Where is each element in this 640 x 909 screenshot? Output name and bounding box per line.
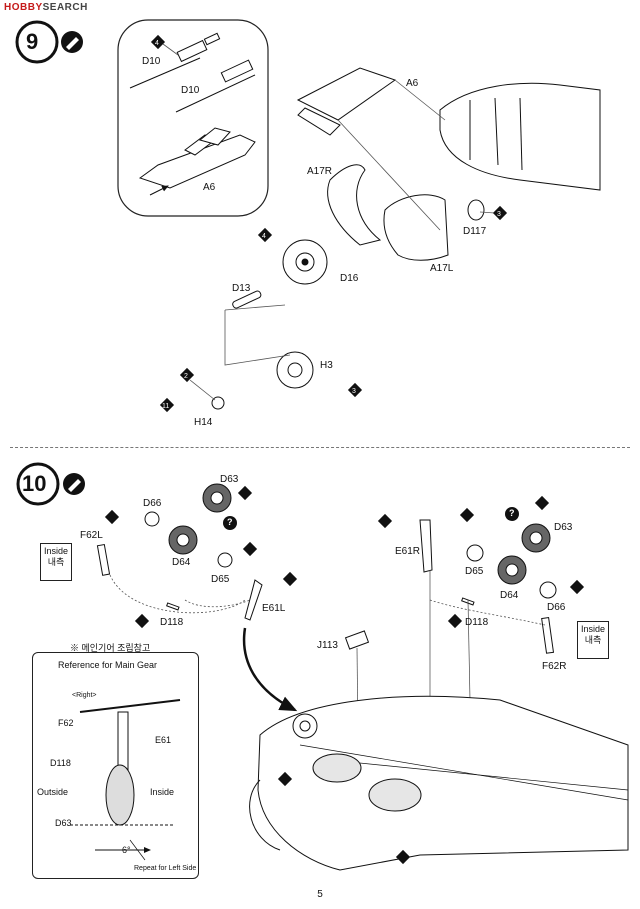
part-a6-main xyxy=(296,67,397,136)
step-divider xyxy=(10,447,630,448)
marker-3b: 3 xyxy=(352,388,356,395)
inside-label-ko: 내측 xyxy=(47,557,65,567)
label-d65-left: D65 xyxy=(211,574,230,585)
part-d117 xyxy=(467,199,485,221)
inside-label-ko: 내측 xyxy=(584,635,602,645)
part-e61l xyxy=(244,579,263,621)
reference-inside: Inside xyxy=(150,787,175,797)
step-9-number: 9 xyxy=(26,29,39,54)
part-d65-right xyxy=(466,544,484,562)
page-number: 5 xyxy=(317,889,323,900)
part-d13 xyxy=(232,290,262,309)
label-a17r: A17R xyxy=(307,166,333,177)
label-j113: J113 xyxy=(317,640,338,651)
wheel-d63-left xyxy=(202,483,232,513)
leader-lines-9 xyxy=(162,43,496,401)
part-a6-inset xyxy=(138,127,256,189)
part-d118-left xyxy=(166,602,180,611)
step-9-inset-box xyxy=(117,19,269,217)
watermark: HOBBYSEARCH xyxy=(4,2,88,13)
reference-title-en: Reference for Main Gear xyxy=(58,660,158,670)
wheel-d64-right xyxy=(497,555,527,585)
label-d10-lower: D10 xyxy=(181,85,200,96)
watermark-brand: HOBBY xyxy=(4,2,43,13)
inside-box-left: Inside 내측 xyxy=(40,543,73,581)
reference-drawing xyxy=(70,699,181,861)
label-d64-left: D64 xyxy=(172,557,191,568)
part-j113 xyxy=(344,630,370,650)
label-d118-right: D118 xyxy=(465,617,489,628)
marker-4a: 4 xyxy=(155,40,159,47)
part-d10-upper xyxy=(129,32,221,89)
marker-2: 2 xyxy=(184,373,188,380)
label-h14: H14 xyxy=(194,417,213,428)
wheel-d64-left xyxy=(168,525,198,555)
question-marker-right xyxy=(505,507,519,521)
label-d13: D13 xyxy=(232,283,251,294)
part-d66-left xyxy=(144,511,160,527)
part-h3 xyxy=(276,351,314,389)
label-d16: D16 xyxy=(340,273,359,284)
part-d16-engine xyxy=(282,239,328,285)
label-a17l: A17L xyxy=(430,263,454,274)
reference-e61: E61 xyxy=(155,735,172,745)
label-h3: H3 xyxy=(320,360,333,371)
reference-d63: D63 xyxy=(55,818,72,828)
arrow xyxy=(149,185,169,196)
part-a17l xyxy=(383,194,449,261)
question-mark-left: ? xyxy=(227,517,233,527)
markers xyxy=(104,34,585,865)
reference-title-ko: ※ 메인기어 조립참고 xyxy=(70,643,151,653)
reference-right-label: <Right> xyxy=(72,692,97,699)
wing-underside xyxy=(249,695,629,871)
label-f62l: F62L xyxy=(80,530,103,541)
reference-d118: D118 xyxy=(50,758,71,768)
label-d63-right: D63 xyxy=(554,522,573,533)
reference-repeat-note: Repeat for Left Side xyxy=(134,865,197,872)
fuselage-nose xyxy=(439,82,601,191)
inside-label-en: Inside xyxy=(581,624,606,634)
label-d118-left: D118 xyxy=(160,617,184,628)
marker-4b: 4 xyxy=(262,233,266,240)
label-d63-left: D63 xyxy=(220,474,239,485)
leader-lines-10 xyxy=(109,574,546,626)
label-d64-right: D64 xyxy=(500,590,519,601)
reference-box xyxy=(32,652,199,879)
part-d10-lower xyxy=(175,59,256,113)
reference-angle: 6° xyxy=(122,845,131,855)
part-d65-left xyxy=(217,552,233,568)
inside-box-right: Inside 내측 xyxy=(577,621,610,659)
step-10-badge xyxy=(16,462,85,506)
label-d66-right: D66 xyxy=(547,602,566,613)
part-f62l xyxy=(96,543,111,576)
marker-11: 11 xyxy=(162,403,170,410)
label-d10-upper: D10 xyxy=(142,56,161,67)
step-9-badge xyxy=(15,20,83,64)
question-mark-right: ? xyxy=(509,508,515,518)
reference-f62: F62 xyxy=(58,718,74,728)
label-d117: D117 xyxy=(463,226,487,237)
label-f62r: F62R xyxy=(542,661,567,672)
label-a6-main: A6 xyxy=(406,78,419,89)
label-d66-left: D66 xyxy=(143,498,162,509)
step-10-number: 10 xyxy=(22,471,47,496)
label-a6-inset: A6 xyxy=(203,182,216,193)
question-marker-left xyxy=(223,516,237,530)
marker-3a: 3 xyxy=(497,211,501,218)
part-a17r xyxy=(327,164,382,246)
part-e61r xyxy=(419,519,433,573)
watermark-suffix: SEARCH xyxy=(42,2,88,13)
reference-outside: Outside xyxy=(37,787,69,797)
inside-label-en: Inside xyxy=(44,546,69,556)
part-d66-right xyxy=(539,581,557,599)
label-d65-right: D65 xyxy=(465,566,484,577)
part-f62r xyxy=(541,617,555,654)
curved-arrow xyxy=(242,627,298,712)
wheel-d63-right xyxy=(521,523,551,553)
label-e61l: E61L xyxy=(262,603,286,614)
label-e61r: E61R xyxy=(395,546,421,557)
